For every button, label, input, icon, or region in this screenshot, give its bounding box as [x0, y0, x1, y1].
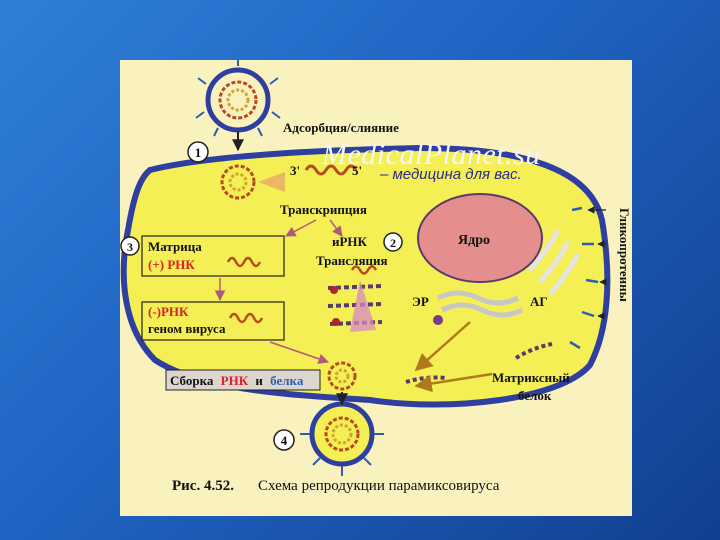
watermark-tagline: – медицина для вас. — [380, 166, 522, 183]
step-4-badge — [273, 429, 295, 451]
watermark-site: MedicalPlanet.su — [322, 138, 541, 171]
matrix-line1: Матрица — [148, 239, 202, 254]
matrix-line2: (+) РНК — [148, 257, 195, 272]
ag-label: АГ — [530, 294, 548, 309]
assembly-and: и — [255, 373, 263, 388]
nucleocapsid — [220, 164, 285, 200]
mrna-coil — [350, 265, 378, 275]
figure-caption: Рис. 4.52. Схема репродукции парамиксови… — [172, 478, 500, 494]
assembly-protein: белка — [270, 373, 304, 388]
step-2-badge — [383, 232, 403, 252]
er-golgi — [433, 228, 581, 325]
mrna-label: иРНК — [332, 234, 368, 249]
step-2-number: 2 — [390, 236, 396, 250]
step-4-number: 4 — [281, 433, 288, 448]
genome-box: (-)РНК геном вируса — [141, 301, 285, 341]
genome-line2: геном вируса — [148, 321, 226, 336]
glycoprotein-arrows — [587, 206, 607, 320]
assembly-label: Сборка РНК и белка — [170, 373, 304, 388]
assembly-prefix: Сборка — [170, 373, 214, 388]
caption-prefix: Рис. 4.52. — [172, 478, 234, 494]
paramyxovirus-diagram: 1 Адсорбция/слияние 3' 5' Транскрипция 3… — [120, 60, 632, 516]
top-virus — [195, 60, 281, 152]
translation-label: Трансляция — [316, 253, 388, 268]
assembling-nucleocapsid — [327, 361, 357, 391]
budding-virus — [300, 401, 384, 476]
er-label: ЭР — [412, 294, 429, 309]
genome-rna-coil — [304, 164, 358, 176]
caption-text: Схема репродукции парамиксовируса — [258, 478, 500, 494]
end-5-label: 5' — [352, 163, 362, 178]
step-1-badge — [187, 141, 209, 163]
membrane-glycoproteins — [569, 206, 599, 350]
ribosomes — [327, 280, 383, 332]
end-3-label: 3' — [290, 163, 300, 178]
transcription-label: Транскрипция — [280, 202, 367, 217]
arrow-to-mrna — [329, 219, 343, 237]
matrix-protein-line1: Матриксный — [492, 370, 570, 385]
glycoproteins-label: Гликопротеины — [617, 208, 632, 302]
adsorption-label: Адсорбция/слияние — [283, 120, 399, 135]
nucleus — [417, 193, 543, 283]
matrix-box: 3 Матрица (+) РНК — [120, 235, 285, 277]
assembly-box — [165, 369, 321, 391]
arrow-matrix-protein — [414, 372, 493, 393]
arrow-to-assembly — [269, 341, 329, 364]
genome-line1: (-)РНК — [148, 304, 189, 319]
arrow-to-matrix — [285, 219, 317, 237]
matrix-protein-dots — [405, 342, 553, 384]
matrix-protein-line2: белок — [518, 388, 552, 403]
assembly-rna: РНК — [221, 373, 249, 388]
nucleus-label: Ядро — [458, 233, 490, 248]
arrow-golgi-to-membrane — [414, 321, 471, 372]
step-3-number: 3 — [127, 240, 133, 254]
step-1-number: 1 — [195, 145, 202, 160]
